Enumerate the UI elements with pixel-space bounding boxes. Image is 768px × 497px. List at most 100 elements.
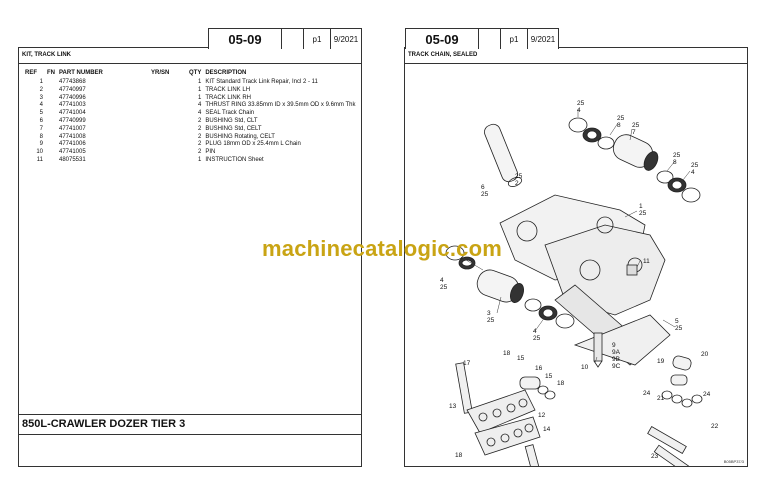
part-number-cell: 47741004 [59,110,86,117]
fn-cell [45,110,57,118]
watermark-text: machinecatalogic.com [262,236,502,261]
part-number-cell: 47743868 [59,79,86,85]
callout-label: 15 [517,355,525,362]
parts-table: REF FN PART NUMBER YR/SN QTY DESCRIPTION… [23,70,357,165]
part-number-cell: 47741007 [59,125,86,132]
description-cell: BUSHING Std, CLT [205,117,258,124]
parts-list-panel: 05-09 p1 9/2021 KIT, TRACK LINK REF FN P… [18,28,362,467]
col-yrsn: YR/SN [151,70,170,76]
callout-label: 25 [487,317,495,324]
callout-label: 17 [463,360,471,367]
qty-cell: 2 [198,133,202,140]
callout-label: 23 [651,453,659,460]
qty-cell: 1 [198,79,202,85]
ref-cell: 1 [39,79,43,85]
ref-cell: 5 [39,110,43,117]
ref-cell: 9 [39,141,43,148]
fn-cell [45,102,57,110]
fn-cell [45,87,57,95]
description-cell: BUSHING Rotating, CELT [205,133,275,140]
callout-label: 14 [543,426,551,433]
fn-cell [45,157,57,165]
description-cell: SEAL Track Chain [205,110,255,117]
description-cell: TRACK LINK RH [205,94,252,101]
ref-cell: 6 [39,117,43,124]
description-cell: TRACK LINK LH [205,86,251,93]
diagram-panel: 05-09 p1 9/2021 TRACK CHAIN, SEALED [404,28,748,467]
callout-label: 8 [617,122,621,129]
description-cell: BUSHING Std, CELT [205,125,262,132]
qty-cell: 1 [198,94,202,101]
col-qty: QTY [189,70,202,76]
callout-label: 25 [481,191,489,198]
table-header-row: REF FN PART NUMBER YR/SN QTY DESCRIPTION [23,70,357,79]
callout-label: 9 [612,342,616,349]
right-header-box: 05-09 p1 9/2021 [405,28,559,49]
part-number-cell: 47740999 [59,117,86,124]
callout-label: 24 [703,391,711,398]
callout-label: 25 [577,100,585,107]
part-number-cell: 47741006 [59,141,86,148]
callout-label: 25 [675,325,683,332]
section-title: KIT, TRACK LINK [19,48,361,64]
fn-cell [45,149,57,157]
track-link [499,194,671,366]
section-title: TRACK CHAIN, SEALED [405,48,747,64]
description-cell: KIT Standard Track Link Repair, Incl 2 -… [205,79,318,85]
yrsn-cell [149,79,187,87]
part-number-cell: 47741005 [59,149,86,156]
yrsn-cell [149,157,187,165]
callout-label: 20 [701,351,709,358]
figure-code: B05BP37/3 [723,459,744,464]
callout-label: 21 [657,395,665,402]
callout-label: 25 [673,152,681,159]
callout-label: 25 [691,162,699,169]
part-number-cell: 47741008 [59,133,86,140]
yrsn-cell [149,126,187,134]
callout-label: 8 [673,159,677,166]
part-number-cell: 47740996 [59,94,86,101]
bushing-part [476,269,524,304]
page-number: p1 [501,29,528,49]
model-title: 850L-CRAWLER DOZER TIER 3 [22,418,186,430]
fn-cell [45,118,57,126]
ref-cell: 10 [36,149,43,156]
fn-cell [45,134,57,142]
callout-label: 24 [643,390,651,397]
callout-label: 11 [643,258,650,265]
col-description: DESCRIPTION [205,70,247,76]
yrsn-cell [149,141,187,149]
qty-cell: 2 [198,149,202,156]
col-part-number: PART NUMBER [59,70,103,76]
callout-label: 25 [515,173,523,180]
ref-cell: 8 [39,133,43,140]
callout-label: 10 [581,364,589,371]
page-number: p1 [304,29,331,49]
revision-date: 9/2021 [333,34,359,44]
ref-cell: 3 [39,94,43,101]
qty-cell: 1 [198,86,202,93]
callout-label: 25 [639,210,647,217]
callout-label: 12 [538,412,546,419]
yrsn-cell [149,134,187,142]
callout-label: 18 [455,452,463,459]
description-cell: PLUG 18mm OD x 25.4mm L Chain [205,141,301,148]
part-number-cell: 48075531 [59,156,86,163]
fn-cell [45,141,57,149]
callout-label: 15 [545,373,553,380]
callout-label: 4 [691,169,695,176]
yrsn-cell [149,102,187,110]
qty-cell: 2 [198,141,202,148]
section-code: 05-09 [209,29,282,49]
fn-cell [45,79,57,87]
callout-label: 16 [535,365,543,372]
callout-label: 1 [639,203,643,210]
callout-label: 9B [612,356,620,363]
